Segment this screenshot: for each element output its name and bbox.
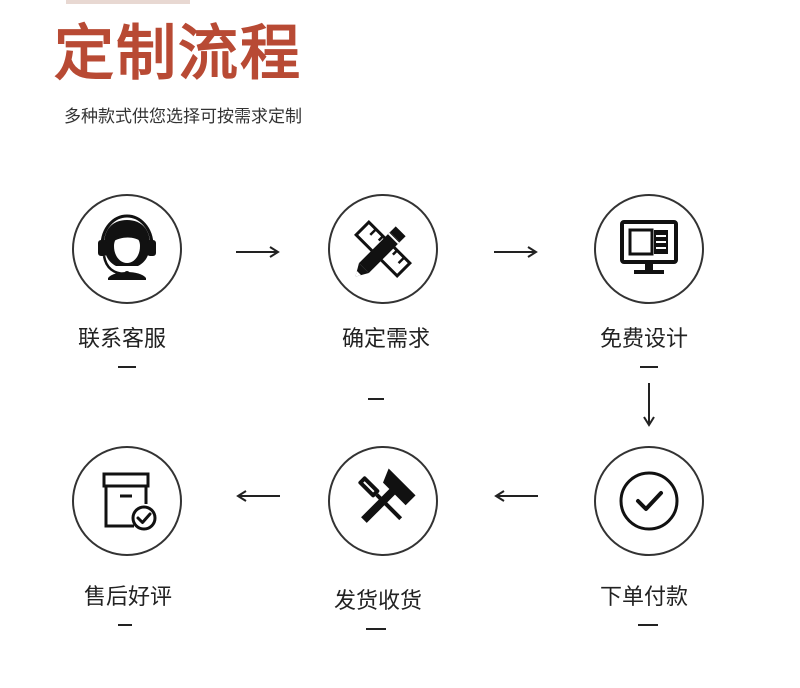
- monitor-design-icon: [620, 220, 678, 274]
- step-4-dash: [638, 624, 658, 626]
- hammer-screwdriver-icon: [358, 468, 416, 523]
- page-subtitle: 多种款式供您选择可按需求定制: [64, 107, 302, 127]
- step-3-circle: [594, 194, 704, 304]
- step-5-dash: [366, 628, 386, 630]
- arrow-left-icon: [494, 490, 538, 502]
- step-6-circle: [72, 446, 182, 556]
- top-decoration: [66, 0, 190, 4]
- arrow-left-icon: [236, 490, 280, 502]
- checkmark-circle-icon: [619, 471, 679, 531]
- step-1-circle: [72, 194, 182, 304]
- step-5-label: 发货收货: [334, 589, 423, 614]
- arrow-right-icon: [236, 246, 280, 258]
- step-5-circle: [328, 446, 438, 556]
- step-3-label: 免费设计: [600, 327, 689, 352]
- customer-service-icon: [98, 214, 156, 280]
- arrow-down-icon: [643, 383, 655, 427]
- step-3-dash: [640, 366, 658, 368]
- box-check-icon: [102, 472, 157, 531]
- page-title: 定制流程: [54, 19, 302, 89]
- step-6-label: 售后好评: [84, 585, 173, 610]
- step-4-circle: [594, 446, 704, 556]
- step-6-dash: [118, 624, 132, 626]
- step-2-circle: [328, 194, 438, 304]
- step-1-dash: [118, 366, 136, 368]
- step-2-label: 确定需求: [342, 327, 431, 352]
- step-4-label: 下单付款: [600, 585, 689, 610]
- step-2-dash: [368, 398, 384, 400]
- arrow-right-icon: [494, 246, 538, 258]
- pencil-ruler-icon: [354, 220, 412, 278]
- step-1-label: 联系客服: [78, 327, 167, 352]
